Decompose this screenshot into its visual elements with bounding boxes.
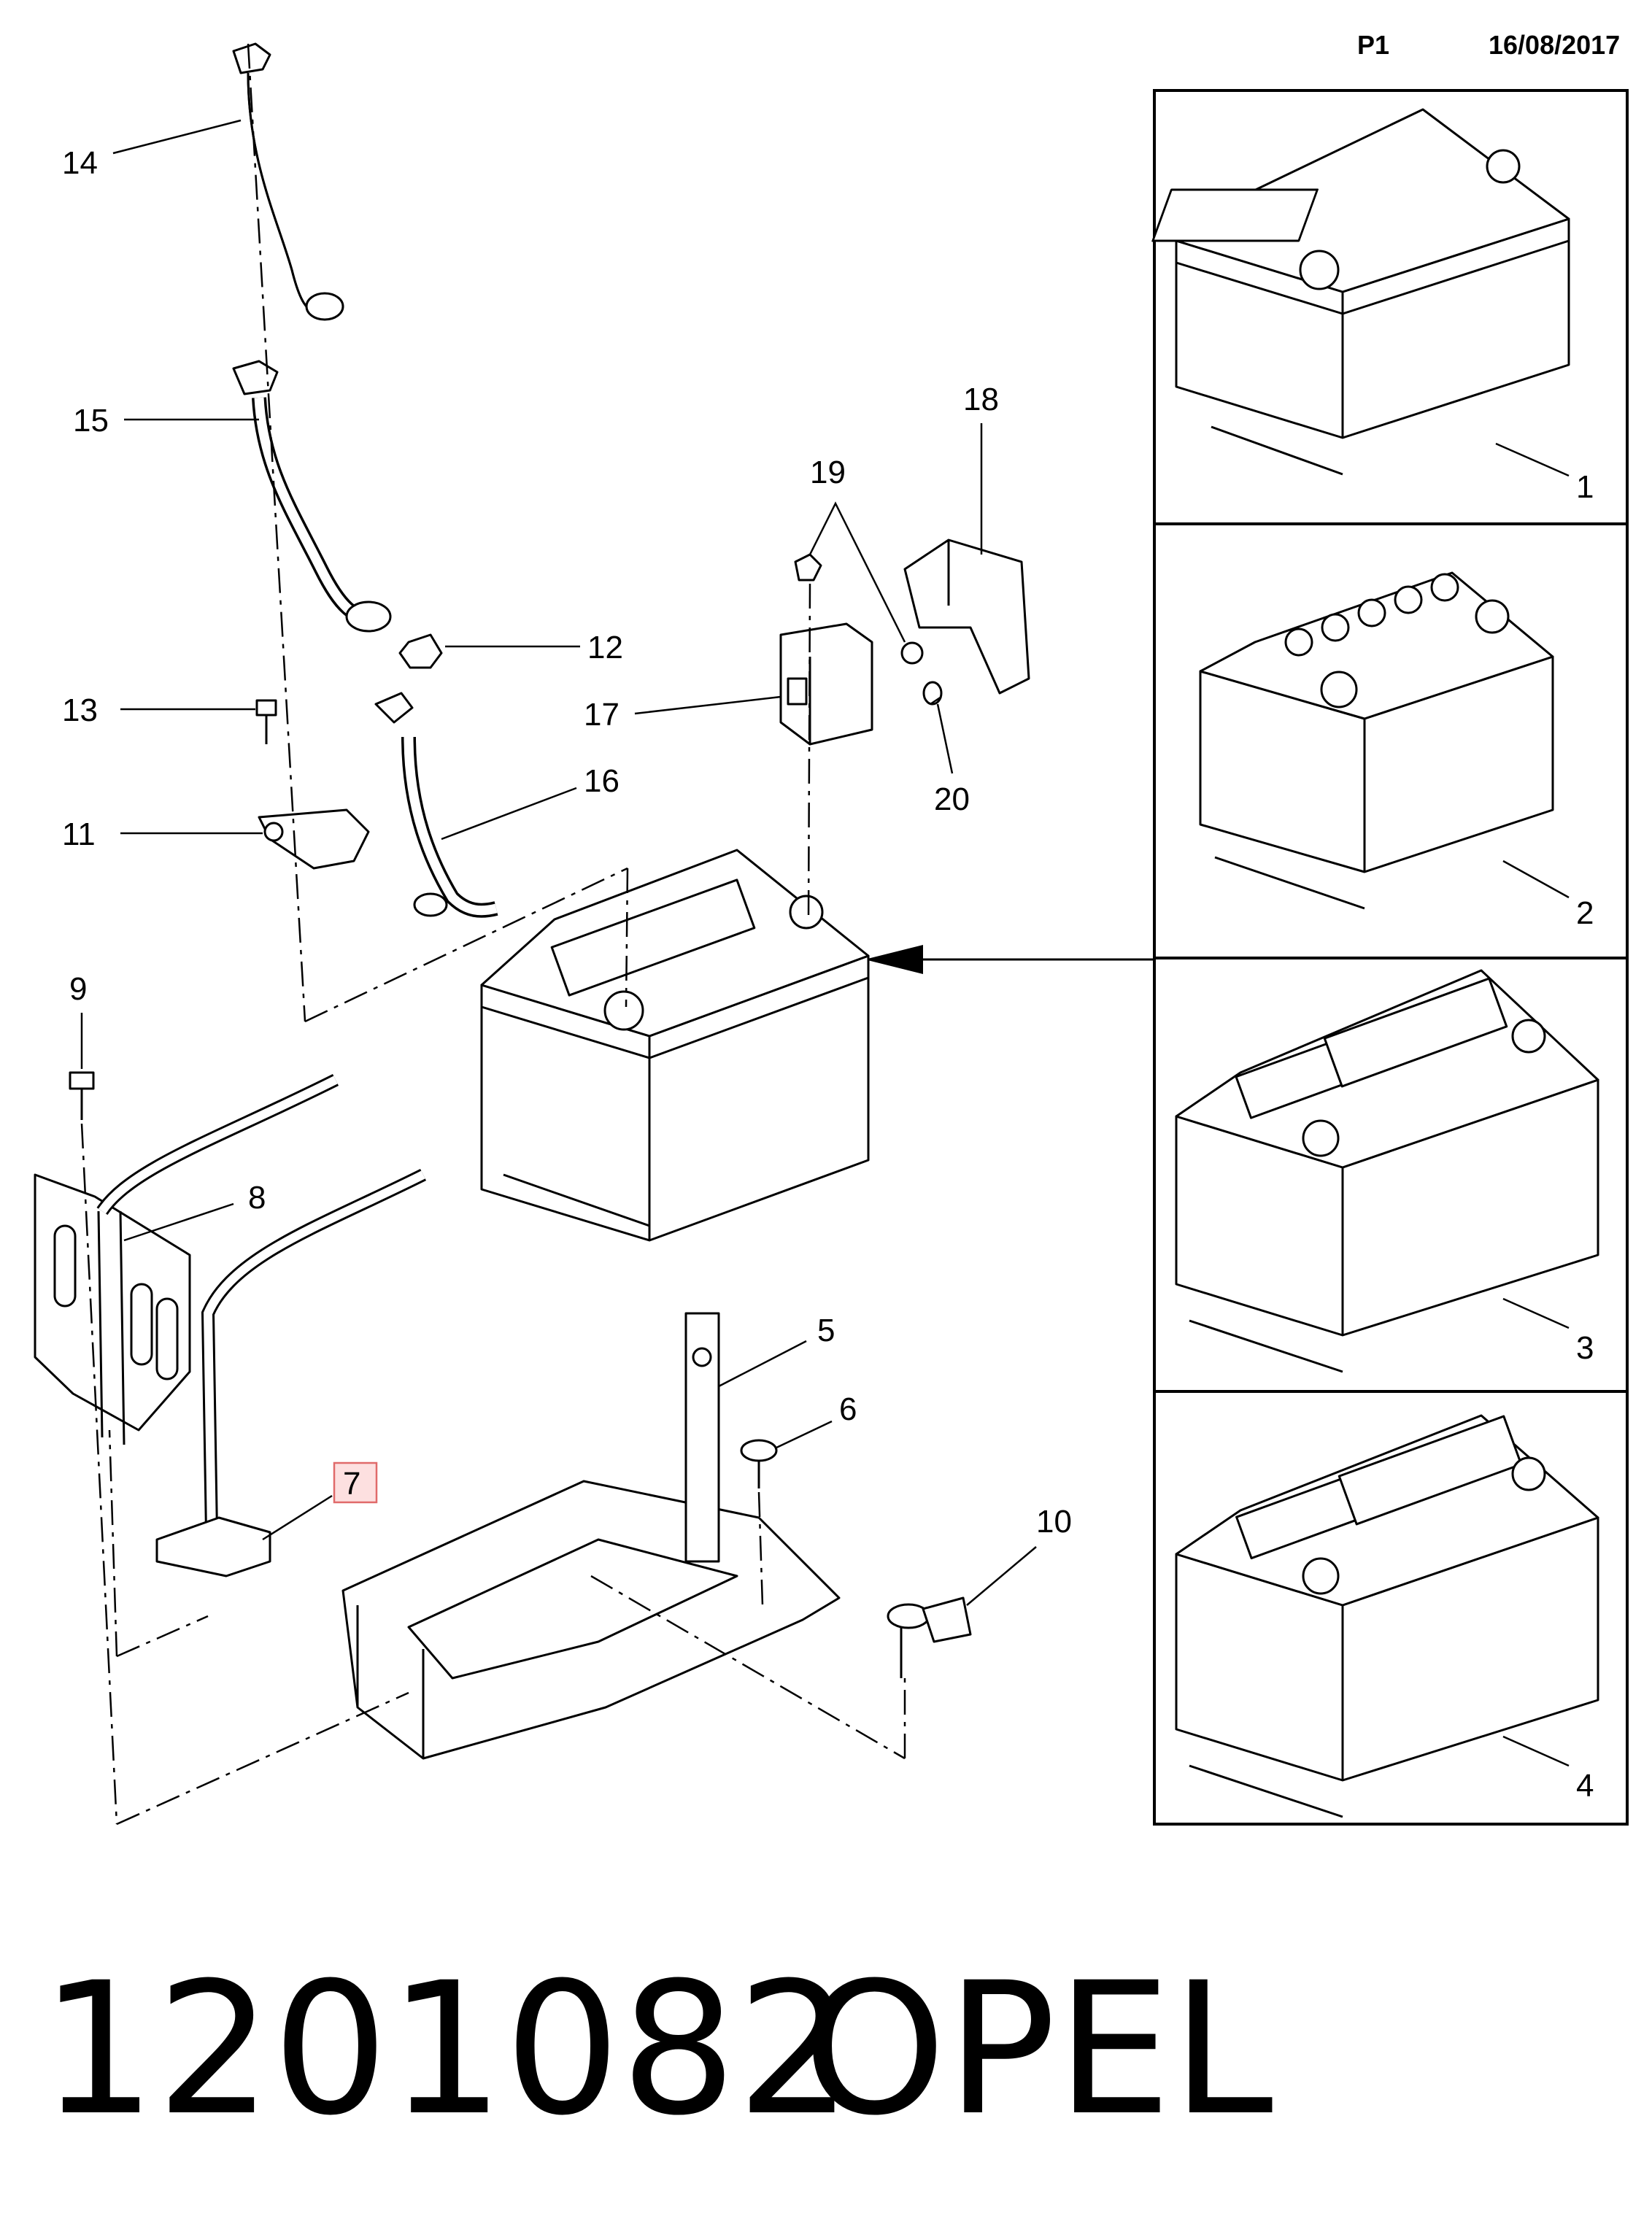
callout-20: 20 <box>934 781 970 817</box>
leader-8 <box>123 1202 234 1242</box>
callout-11: 11 <box>62 816 96 852</box>
ground-cable-16[interactable] <box>374 692 498 918</box>
callout-19: 19 <box>810 455 846 490</box>
leader-3 <box>1502 1297 1570 1329</box>
leader-17 <box>634 695 781 715</box>
cover-18[interactable] <box>903 538 1030 695</box>
callout-15: 15 <box>73 403 109 439</box>
leader-7 <box>262 1494 333 1541</box>
assembly-lines <box>80 43 942 1826</box>
callout-13: 13 <box>62 692 98 728</box>
callout-12: 12 <box>587 630 623 665</box>
leader-20 <box>936 703 954 774</box>
callout-8: 8 <box>248 1180 266 1216</box>
battery-variant-3[interactable] <box>1175 969 1599 1373</box>
leader-10 <box>966 1546 1037 1606</box>
battery-variant-2[interactable] <box>1199 571 1554 910</box>
leader-6 <box>774 1420 833 1450</box>
callout-4: 4 <box>1576 1768 1594 1804</box>
battery-variants-panel <box>1153 89 1629 1826</box>
leader-2 <box>1502 860 1570 899</box>
bolt-13[interactable] <box>255 699 277 744</box>
hold-down-clamp-7[interactable] <box>0 1168 427 1577</box>
variant-arrow <box>865 945 1154 974</box>
callout-17: 17 <box>584 697 620 733</box>
callout-14: 14 <box>62 145 98 181</box>
nut-12[interactable] <box>398 633 443 669</box>
callout-10: 10 <box>1036 1504 1072 1540</box>
leader-5 <box>718 1340 807 1388</box>
leader-16 <box>441 787 577 841</box>
page-number: P1 <box>1357 30 1389 60</box>
battery-cable-15[interactable] <box>232 360 392 633</box>
bolt-9[interactable] <box>69 1071 95 1120</box>
battery-variant-4[interactable] <box>1175 1414 1599 1818</box>
callout-7: 7 <box>343 1466 360 1502</box>
print-date: 16/08/2017 <box>1489 30 1620 60</box>
nut-19[interactable] <box>794 553 924 665</box>
battery-cable-14[interactable] <box>232 42 344 321</box>
brand-name: OPEL <box>803 1943 1273 2155</box>
main-battery[interactable] <box>480 849 870 1242</box>
sensor-10[interactable] <box>887 1596 972 1678</box>
part-number: 1201082 <box>40 1943 852 2155</box>
callout-18: 18 <box>963 382 999 417</box>
callout-9: 9 <box>69 971 87 1007</box>
leader-19 <box>808 501 906 643</box>
callout-5: 5 <box>817 1313 835 1348</box>
washer-20[interactable] <box>922 681 943 706</box>
battery-variant-1[interactable] <box>1151 108 1570 476</box>
heat-shield-8[interactable] <box>34 1073 339 1445</box>
callout-2: 2 <box>1576 895 1594 931</box>
leader-4 <box>1502 1735 1570 1767</box>
bolt-6[interactable] <box>740 1439 778 1488</box>
callout-3: 3 <box>1576 1330 1594 1366</box>
bracket-11[interactable] <box>258 808 370 870</box>
fuse-box-17[interactable] <box>779 622 873 746</box>
callout-7-highlight[interactable]: 7 <box>333 1461 378 1504</box>
leader-1 <box>1495 442 1570 477</box>
callout-6: 6 <box>839 1391 857 1427</box>
callout-1: 1 <box>1576 469 1594 505</box>
battery-tray-5[interactable] <box>341 1312 841 1760</box>
callout-16: 16 <box>584 763 620 799</box>
leader-14 <box>112 119 242 155</box>
